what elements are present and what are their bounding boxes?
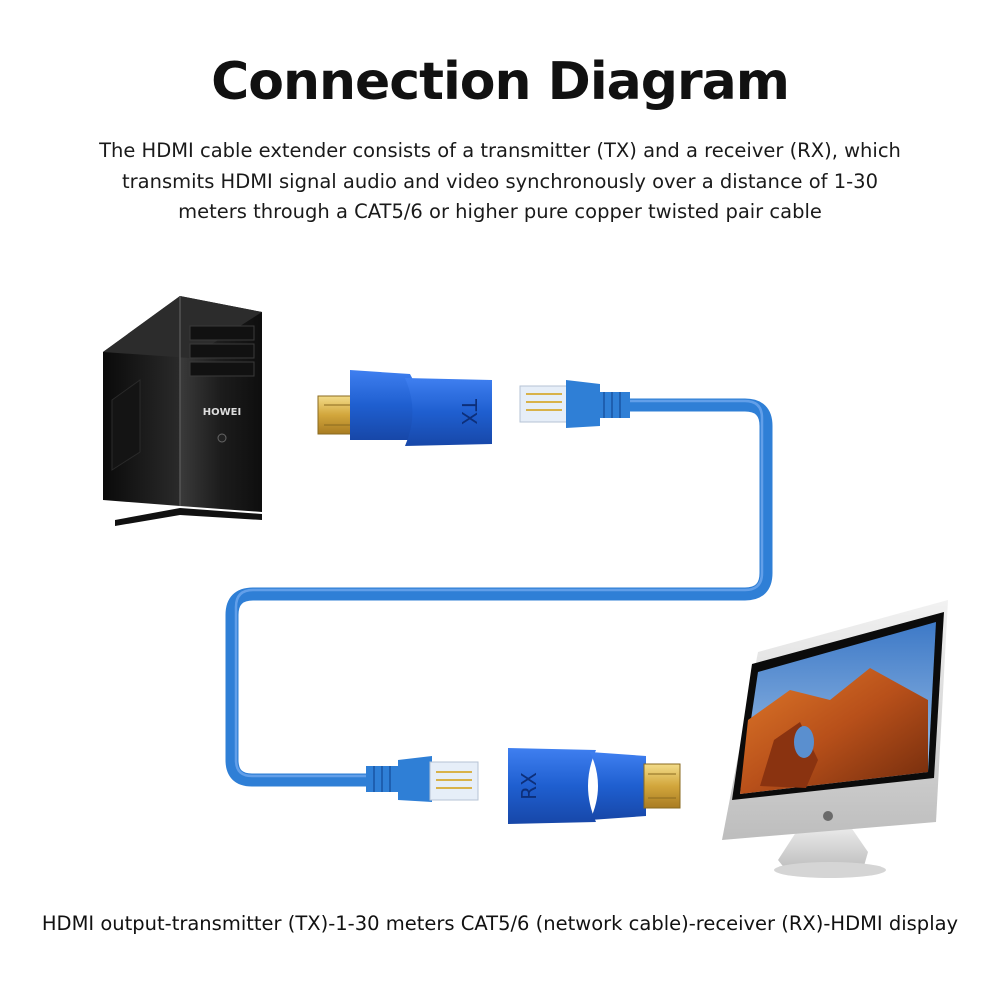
rj45-plug-top [519,380,630,428]
tx-adapter: TX [317,370,492,446]
diagram-title: Connection Diagram [211,52,790,112]
description-line-1: The HDMI cable extender consists of a tr… [99,139,901,162]
pc-brand-label: HOWEI [203,407,241,418]
connection-caption: HDMI output-transmitter (TX)-1-30 meters… [41,912,959,935]
monitor-display [722,600,948,878]
description: The HDMI cable extender consists of a tr… [40,136,960,228]
rj45-plug-bottom [366,756,479,802]
network-cable [225,398,773,787]
description-line-3: meters through a CAT5/6 or higher pure c… [178,200,822,223]
rx-label: RX [517,772,541,800]
description-line-2: transmits HDMI signal audio and video sy… [122,169,878,193]
rx-adapter: RX [508,748,681,824]
pc-tower: HOWEI [103,296,262,526]
tx-label: TX [457,398,481,425]
